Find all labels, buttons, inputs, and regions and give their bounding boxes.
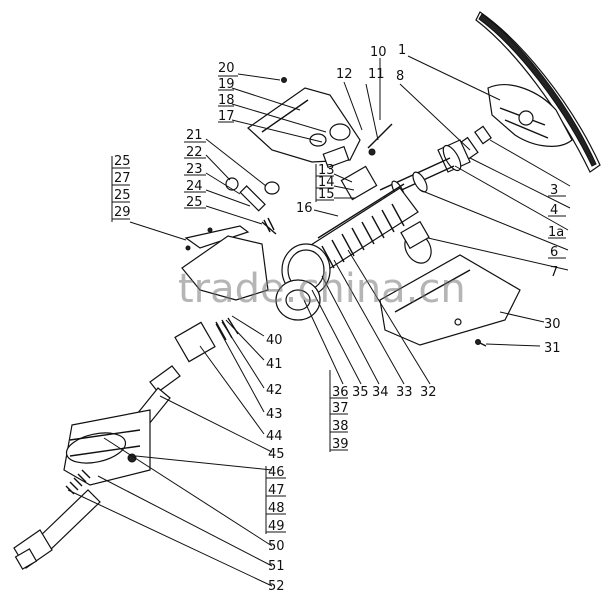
- label-11: 11: [368, 67, 385, 82]
- lower-cover: [275, 220, 521, 347]
- label-37: 37: [332, 401, 349, 416]
- label-22: 22: [186, 145, 203, 160]
- part-labels: 1 8 10 11 12 20 19 18 17 21 22 23 24 25 …: [114, 43, 564, 594]
- label-15: 15: [318, 187, 335, 202]
- label-36: 36: [332, 385, 349, 400]
- label-16: 16: [296, 201, 313, 216]
- label-1a: 1a: [548, 225, 564, 240]
- label-rules: [111, 75, 566, 534]
- label-21: 21: [186, 128, 203, 143]
- leader-lines: [67, 55, 571, 587]
- label-25-group-b: 25: [114, 188, 131, 203]
- label-25-upper: 25: [186, 195, 203, 210]
- label-33: 33: [396, 385, 413, 400]
- label-45: 45: [268, 447, 285, 462]
- steering-wheel: [475, 11, 601, 173]
- label-51: 51: [268, 559, 285, 574]
- label-18: 18: [218, 93, 235, 108]
- label-7: 7: [550, 265, 558, 280]
- label-39: 39: [332, 437, 349, 452]
- label-14: 14: [318, 175, 335, 190]
- label-6: 6: [550, 245, 558, 260]
- label-47: 47: [268, 483, 285, 498]
- label-3: 3: [550, 183, 558, 198]
- label-52: 52: [268, 579, 285, 594]
- label-8: 8: [396, 69, 404, 84]
- label-42: 42: [266, 383, 283, 398]
- label-49: 49: [268, 519, 285, 534]
- label-24: 24: [186, 179, 203, 194]
- label-23: 23: [186, 162, 203, 177]
- label-32: 32: [420, 385, 437, 400]
- label-29: 29: [114, 205, 131, 220]
- label-1: 1: [398, 43, 406, 58]
- label-40: 40: [266, 333, 283, 348]
- label-34: 34: [372, 385, 389, 400]
- lower-shaft: [13, 317, 239, 570]
- label-10: 10: [370, 45, 387, 60]
- label-44: 44: [266, 429, 283, 444]
- label-20: 20: [218, 61, 235, 76]
- label-30: 30: [544, 317, 561, 332]
- label-46: 46: [268, 465, 285, 480]
- label-31: 31: [544, 341, 561, 356]
- label-43: 43: [266, 407, 283, 422]
- label-12: 12: [336, 67, 353, 82]
- upper-shaft-parts: [379, 125, 492, 200]
- label-17: 17: [218, 109, 235, 124]
- label-41: 41: [266, 357, 283, 372]
- label-38: 38: [332, 419, 349, 434]
- small-parts: [181, 77, 287, 301]
- label-50: 50: [268, 539, 285, 554]
- label-4: 4: [550, 203, 558, 218]
- label-48: 48: [268, 501, 285, 516]
- label-27: 27: [114, 171, 131, 186]
- label-25-group-a: 25: [114, 154, 131, 169]
- label-13: 13: [318, 163, 335, 178]
- label-35: 35: [352, 385, 369, 400]
- label-19: 19: [218, 77, 235, 92]
